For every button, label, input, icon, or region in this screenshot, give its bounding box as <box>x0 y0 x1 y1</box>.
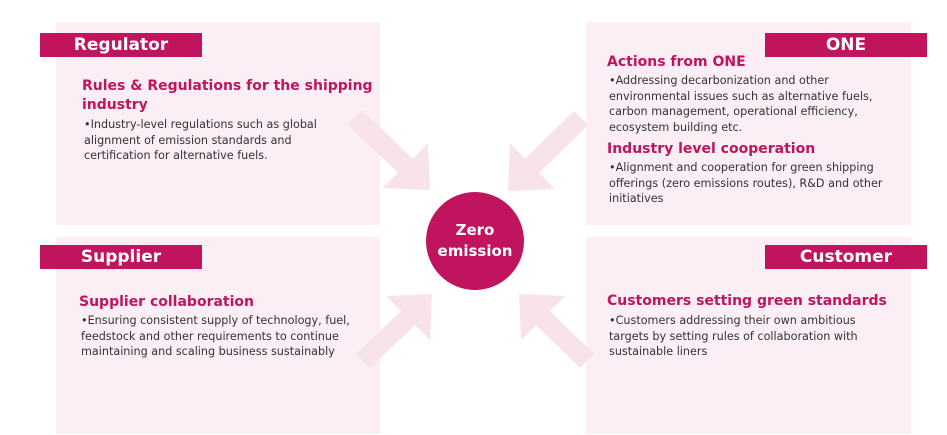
one-body-cooperation: •Alignment and cooperation for green shi… <box>609 161 883 205</box>
supplier-tag: Supplier <box>40 245 202 269</box>
supplier-panel <box>56 237 380 434</box>
one-heading-actions: Actions from ONE <box>607 54 746 70</box>
zero-emission-circle: Zero emission <box>426 192 524 290</box>
arrow-from-customer <box>519 294 594 368</box>
customer-body: •Customers addressing their own ambitiou… <box>609 314 858 358</box>
regulator-heading: Rules & Regulations for the shipping ind… <box>82 78 373 113</box>
regulator-tag: Regulator <box>40 33 202 57</box>
one-heading-cooperation: Industry level cooperation <box>607 141 816 157</box>
center-label-line1: Zero <box>455 221 495 239</box>
supplier-heading: Supplier collaboration <box>79 294 254 310</box>
one-body-actions: •Addressing decarbonization and other en… <box>609 74 873 134</box>
supplier-body: •Ensuring consistent supply of technolog… <box>81 314 350 358</box>
regulator-body: •Industry-level regulations such as glob… <box>84 118 317 162</box>
center-label-line2: emission <box>437 242 513 260</box>
one-tag: ONE <box>765 33 927 57</box>
arrow-from-one <box>508 111 588 191</box>
customer-heading: Customers setting green standards <box>607 293 887 309</box>
arrow-from-supplier <box>356 294 432 368</box>
customer-tag: Customer <box>765 245 927 269</box>
arrow-from-regulator <box>347 110 430 190</box>
customer-panel <box>586 237 911 434</box>
